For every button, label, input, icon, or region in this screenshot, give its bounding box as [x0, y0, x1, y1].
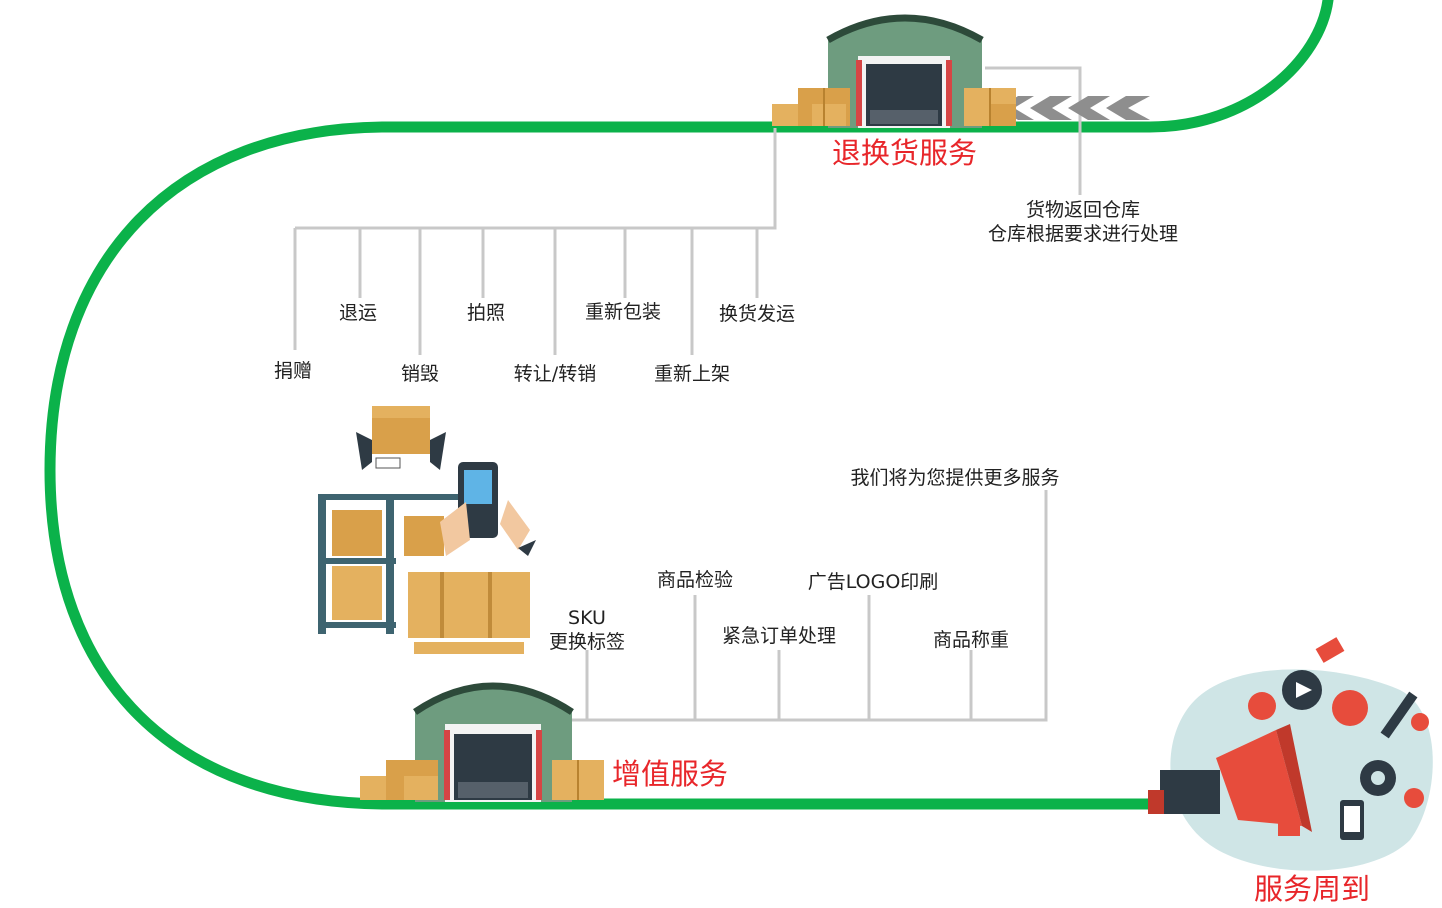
item-inspection: 商品检验 — [656, 569, 734, 591]
cargo-boxes-bottom-left-icon — [360, 760, 438, 800]
item-logo-printing: 广告LOGO印刷 — [807, 571, 939, 593]
megaphone-illustration-icon — [1148, 637, 1433, 871]
item-repackage: 重新包装 — [584, 301, 662, 323]
item-sku-relabel: SKU 更换标签 — [549, 606, 625, 654]
item-urgent-order: 紧急订单处理 — [721, 625, 837, 647]
item-restock: 重新上架 — [653, 363, 731, 385]
item-transfer-sell: 转让/转销 — [513, 363, 597, 385]
warehouse-icon-bottom — [413, 682, 574, 802]
sku-line-2: 更换标签 — [548, 631, 626, 653]
item-destroy: 销毁 — [400, 363, 440, 385]
return-note-line-1: 货物返回仓库 — [1025, 199, 1141, 221]
service-track — [44, 0, 1334, 810]
return-exchange-title: 退换货服务 — [832, 136, 978, 170]
item-weighing: 商品称重 — [932, 629, 1010, 651]
chevron-arrows-icon — [1000, 96, 1150, 120]
value-added-title: 增值服务 — [612, 757, 729, 791]
cargo-boxes-top-right-icon — [964, 88, 1016, 126]
sku-line-1: SKU — [568, 607, 606, 629]
thoughtful-service-title: 服务周到 — [1254, 872, 1371, 906]
return-connectors — [293, 66, 1082, 355]
return-note: 货物返回仓库 仓库根据要求进行处理 — [988, 198, 1178, 246]
item-photograph: 拍照 — [466, 302, 506, 324]
item-return-shipping: 退运 — [338, 302, 378, 324]
cargo-boxes-top-left-icon — [772, 88, 850, 126]
cargo-boxes-bottom-right-icon — [552, 760, 604, 800]
warehouse-scanning-illustration-icon — [318, 406, 536, 654]
item-more-services: 我们将为您提供更多服务 — [850, 467, 1060, 489]
warehouse-icon-top — [826, 14, 984, 128]
value-added-connectors — [555, 490, 1048, 722]
item-donate: 捐赠 — [273, 360, 313, 382]
return-note-line-2: 仓库根据要求进行处理 — [987, 223, 1179, 245]
item-exchange-ship: 换货发运 — [718, 303, 796, 325]
